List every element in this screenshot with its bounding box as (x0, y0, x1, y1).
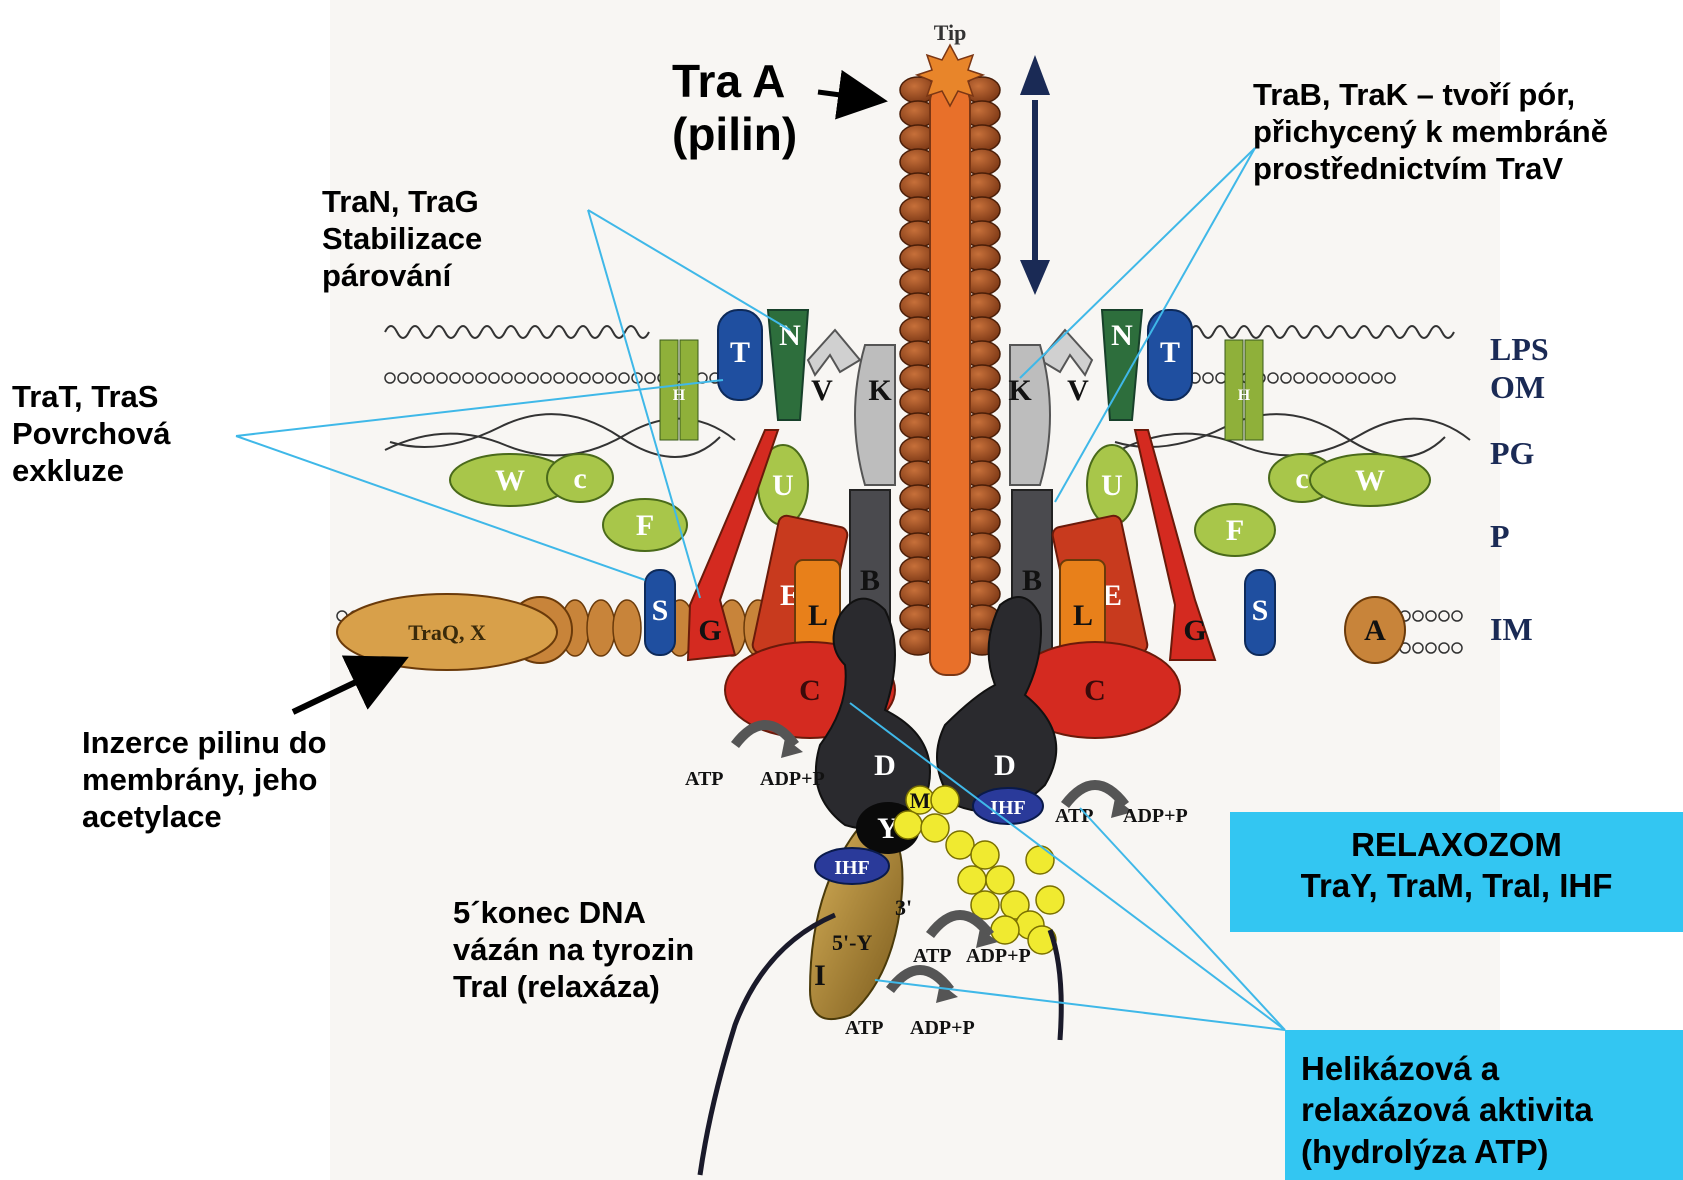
svg-text:3': 3' (895, 895, 912, 920)
svg-text:D: D (874, 749, 896, 782)
tra-a-label: Tra A(pilin) (672, 55, 797, 161)
svg-text:H: H (673, 387, 686, 404)
layer-lps: LPS (1490, 331, 1549, 367)
svg-text:ATP: ATP (913, 945, 952, 967)
svg-text:c: c (1295, 462, 1308, 495)
svg-text:B: B (1022, 564, 1042, 597)
trab-trak-label: TraB, TraK – tvoří pór,přichycený k memb… (1253, 76, 1608, 188)
svg-text:G: G (698, 614, 721, 647)
svg-text:5'-Y: 5'-Y (832, 930, 872, 955)
svg-text:L: L (1073, 599, 1093, 632)
layer-im: IM (1490, 611, 1533, 647)
svg-text:C: C (799, 674, 821, 707)
svg-text:W: W (1355, 464, 1385, 497)
pilus-tra-a (900, 45, 1000, 675)
svg-text:D: D (994, 749, 1016, 782)
tip-label: Tip (934, 20, 967, 45)
svg-text:W: W (495, 464, 525, 497)
protein-m-subunit (991, 916, 1019, 944)
svg-text:F: F (636, 509, 654, 542)
svg-text:N: N (1111, 319, 1133, 352)
svg-text:c: c (573, 462, 586, 495)
svg-text:N: N (779, 319, 801, 352)
svg-text:B: B (860, 564, 880, 597)
protein-m-subunit (894, 811, 922, 839)
svg-text:M: M (910, 788, 931, 813)
svg-text:L: L (808, 599, 828, 632)
membrane-bead (587, 600, 615, 656)
svg-text:A: A (1364, 614, 1386, 647)
svg-text:H: H (1238, 387, 1251, 404)
svg-text:S: S (652, 594, 669, 627)
svg-text:G: G (1183, 614, 1206, 647)
svg-text:ADP+P: ADP+P (966, 945, 1031, 967)
svg-text:ATP: ATP (845, 1017, 884, 1039)
protein-k-right (1010, 345, 1050, 485)
svg-text:T: T (730, 336, 750, 369)
svg-text:ADP+P: ADP+P (1123, 805, 1188, 827)
layer-om: OM (1490, 369, 1545, 405)
protein-m-subunit (971, 841, 999, 869)
protein-k-left (855, 345, 895, 485)
svg-text:F: F (1226, 514, 1244, 547)
protein-m-subunit (921, 814, 949, 842)
layer-p: P (1490, 518, 1510, 554)
protein-m-subunit (986, 866, 1014, 894)
svg-text:ADP+P: ADP+P (910, 1017, 975, 1039)
svg-text:U: U (1101, 469, 1123, 502)
svg-text:V: V (1067, 374, 1089, 407)
protein-m-subunit (958, 866, 986, 894)
svg-text:U: U (772, 469, 794, 502)
svg-text:ADP+P: ADP+P (760, 768, 825, 790)
svg-text:IHF: IHF (990, 797, 1026, 819)
svg-text:ATP: ATP (685, 768, 724, 790)
svg-text:I: I (814, 959, 826, 992)
tran-trag-label: TraN, TraGStabilizacepárování (322, 183, 482, 295)
svg-text:K: K (1008, 374, 1032, 407)
svg-text:T: T (1160, 336, 1180, 369)
layer-pg: PG (1490, 435, 1535, 471)
protein-m-subunit (1026, 846, 1054, 874)
protein-m-subunit (1036, 886, 1064, 914)
protein-m-subunit (946, 831, 974, 859)
protein-m-subunit (931, 786, 959, 814)
svg-text:V: V (811, 374, 833, 407)
svg-text:TraQ, X: TraQ, X (408, 620, 486, 645)
svg-text:IHF: IHF (834, 857, 870, 879)
trat-tras-label: TraT, TraSPovrchováexkluze (12, 378, 171, 490)
svg-text:K: K (868, 374, 892, 407)
dna-5-end-label: 5´konec DNAvázán na tyrozinTraI (relaxáz… (453, 894, 694, 1006)
svg-text:S: S (1252, 594, 1269, 627)
membrane-bead (613, 600, 641, 656)
svg-text:C: C (1084, 674, 1106, 707)
